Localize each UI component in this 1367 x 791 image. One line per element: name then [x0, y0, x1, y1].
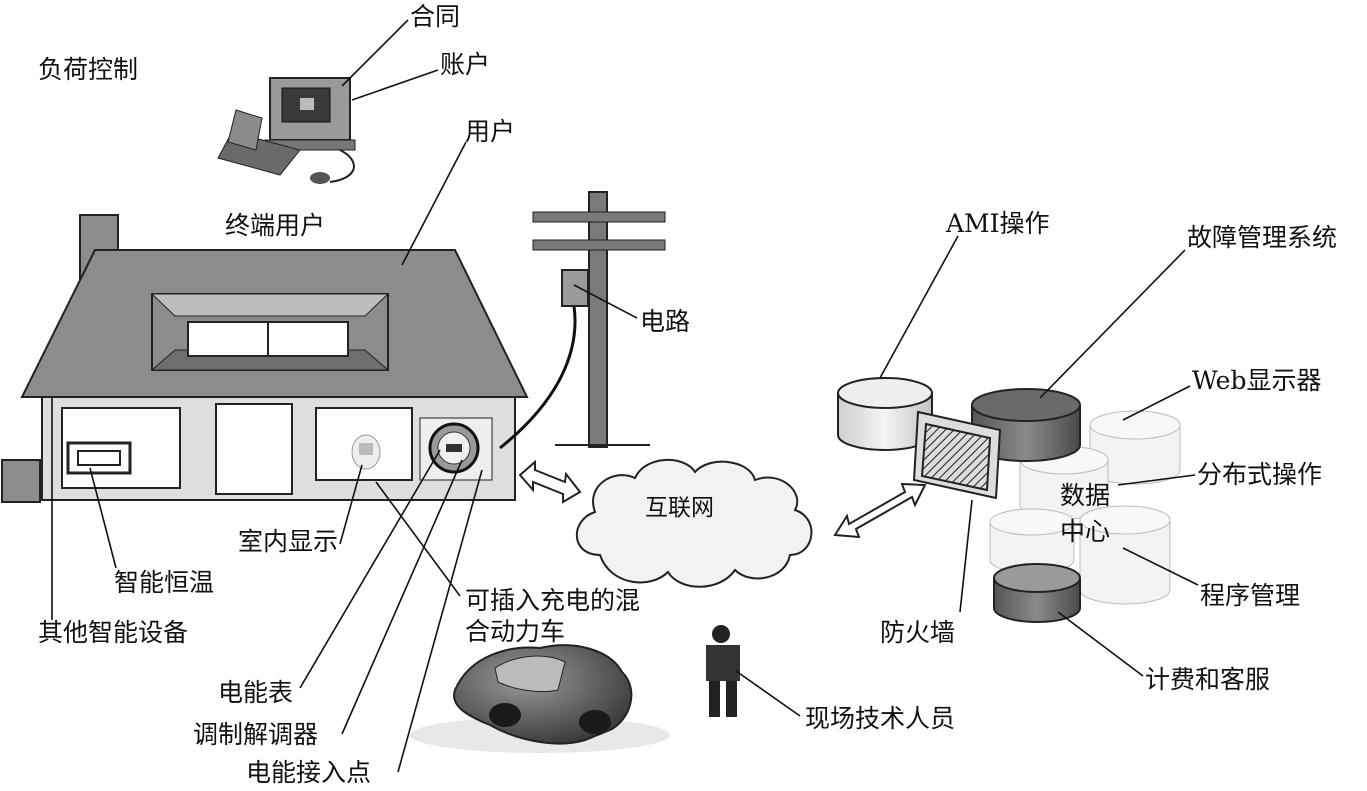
label-in-home-display: 室内显示	[238, 527, 339, 556]
door	[215, 403, 293, 495]
display-icon	[351, 434, 381, 470]
label-account: 账户	[440, 50, 491, 79]
person-icon	[706, 625, 740, 717]
computer-icon	[217, 77, 356, 184]
label-billing: 计费和客服	[1145, 665, 1271, 694]
label-smart-thermostat: 智能恒温	[114, 568, 215, 597]
label-phev: 可插入充电的混 合动力车	[465, 586, 641, 647]
label-field-tech: 现场技术人员	[805, 704, 956, 733]
label-internet: 互联网	[645, 495, 714, 521]
label-program-mgmt: 程序管理	[1200, 581, 1301, 610]
label-distributed-ops: 分布式操作	[1197, 460, 1323, 489]
label-contract: 合同	[410, 2, 461, 31]
label-end-user: 终端用户	[225, 211, 326, 240]
label-circuit: 电路	[640, 307, 691, 336]
house-icon	[1, 214, 529, 503]
leader-lines	[51, 19, 1199, 773]
cloud-icon	[575, 459, 813, 588]
label-outage-mgmt: 故障管理系统	[1187, 223, 1338, 252]
car-icon	[410, 644, 670, 753]
label-modem: 调制解调器	[193, 720, 319, 749]
bidirectional-arrow-right	[833, 482, 927, 539]
database-icon	[837, 377, 1181, 623]
label-other-smart-devices: 其他智能设备	[38, 618, 189, 647]
label-load-control: 负荷控制	[38, 55, 139, 84]
firewall-icon	[912, 410, 1002, 500]
side-box	[1, 459, 41, 503]
label-ami-ops: AMI操作	[946, 209, 1050, 238]
utility-pole-icon	[499, 191, 666, 450]
label-access-point: 电能接入点	[246, 758, 372, 787]
label-data-center: 数据 中心	[1060, 481, 1111, 547]
meter-icon	[428, 422, 480, 474]
bidirectional-arrow-left	[518, 459, 582, 504]
label-user: 用户	[465, 117, 516, 146]
label-web-display: Web显示器	[1192, 366, 1322, 395]
label-firewall: 防火墙	[880, 618, 956, 647]
label-meter: 电能表	[218, 678, 294, 707]
